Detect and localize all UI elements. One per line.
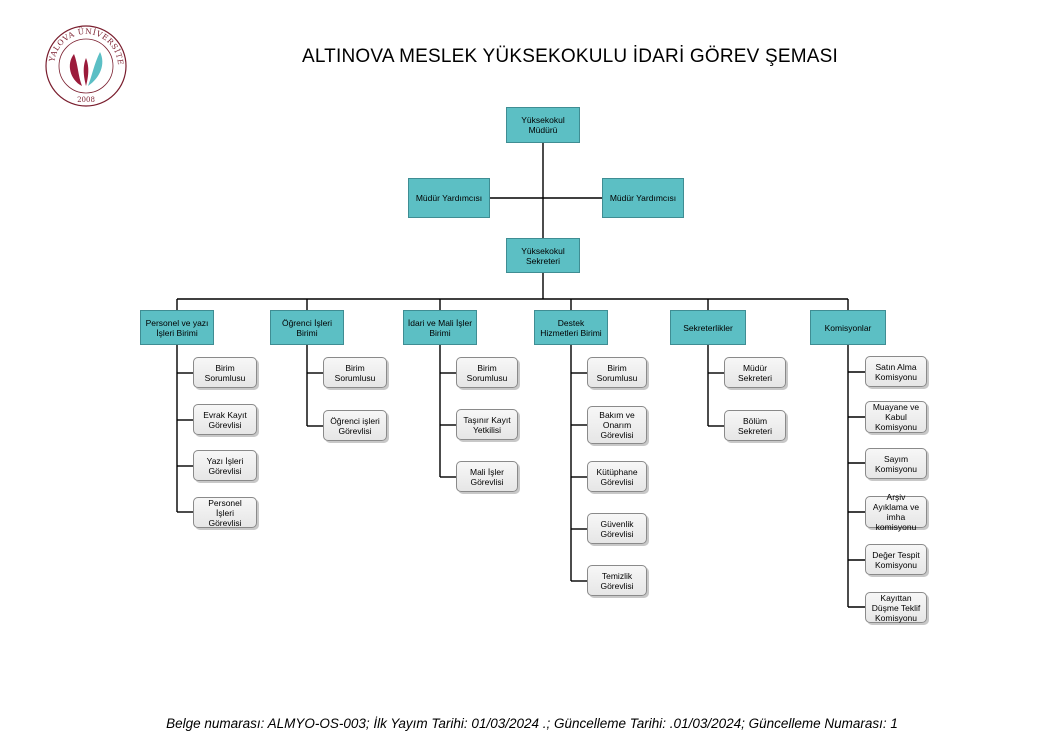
list-item: Birim Sorumlusu — [323, 357, 387, 388]
list-item: Müdür Sekreteri — [724, 357, 786, 388]
list-item: Muayane ve Kabul Komisyonu — [865, 401, 927, 433]
list-item: Personel İşleri Görevlisi — [193, 497, 257, 528]
university-logo: YALOVA ÜNİVERSİTESİ 2008 — [44, 12, 128, 116]
deputy-left-node: Müdür Yardımcısı — [408, 178, 490, 218]
list-item: Birim Sorumlusu — [587, 357, 647, 388]
deputy-right-node: Müdür Yardımcısı — [602, 178, 684, 218]
list-item: Yazı İşleri Görevlisi — [193, 450, 257, 481]
secretary-node: Yüksekokul Sekreteri — [506, 238, 580, 273]
list-item: Evrak Kayıt Görevlisi — [193, 404, 257, 435]
list-item: Taşınır Kayıt Yetkilisi — [456, 409, 518, 440]
unit-support-services: Destek Hizmetleri Birimi — [534, 310, 608, 345]
unit-commissions: Komisyonlar — [810, 310, 886, 345]
list-item: Kütüphane Görevlisi — [587, 461, 647, 492]
list-item: Sayım Komisyonu — [865, 448, 927, 479]
list-item: Kayıttan Düşme Teklif Komisyonu — [865, 592, 927, 623]
list-item: Birim Sorumlusu — [456, 357, 518, 388]
list-item: Temizlik Görevlisi — [587, 565, 647, 596]
list-item: Bölüm Sekreteri — [724, 410, 786, 441]
list-item: Arşiv Ayıklama ve imha komisyonu — [865, 492, 927, 532]
list-item: Güvenlik Görevlisi — [587, 513, 647, 544]
list-item: Bakım ve Onarım Görevlisi — [587, 406, 647, 444]
document-footer: Belge numarası: ALMYO-OS-003; İlk Yayım … — [166, 716, 898, 731]
unit-personnel: Personel ve yazı İşleri Birimi — [140, 310, 214, 345]
unit-admin-finance: İdari ve Mali İşler Birimi — [403, 310, 477, 345]
list-item: Değer Tespit Komisyonu — [865, 544, 927, 575]
unit-secretariats: Sekreterlikler — [670, 310, 746, 345]
svg-text:2008: 2008 — [77, 96, 95, 104]
list-item: Öğrenci işleri Görevlisi — [323, 410, 387, 441]
director-node: Yüksekokul Müdürü — [506, 107, 580, 143]
list-item: Mali İşler Görevlisi — [456, 461, 518, 492]
unit-student-affairs: Öğrenci İşleri Birimi — [270, 310, 344, 345]
list-item: Satın Alma Komisyonu — [865, 356, 927, 387]
list-item: Birim Sorumlusu — [193, 357, 257, 388]
page-title: ALTINOVA MESLEK YÜKSEKOKULU İDARİ GÖREV … — [301, 46, 839, 67]
